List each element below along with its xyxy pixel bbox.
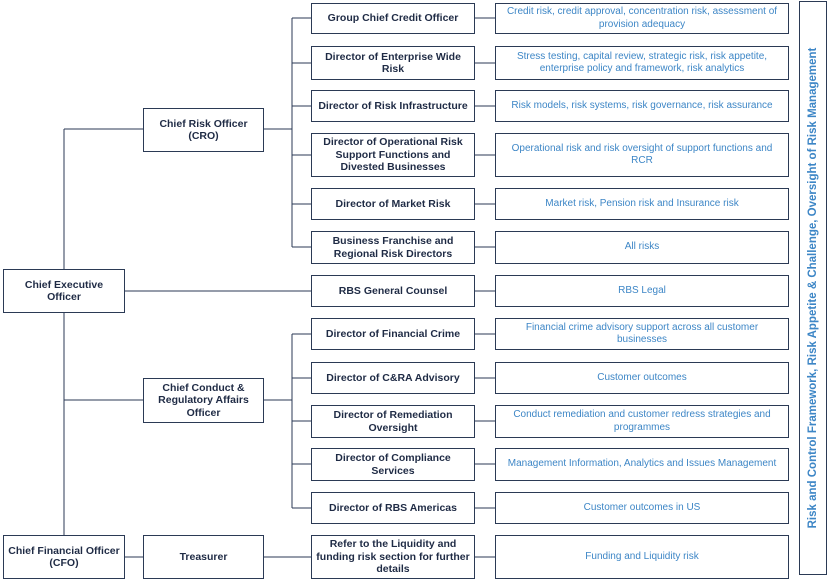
role-title: Director of Operational Risk Support Fun… — [323, 136, 463, 174]
desc-text: Credit risk, credit approval, concentrat… — [506, 6, 778, 30]
desc-box: All risks — [495, 231, 789, 264]
ceo-box: Chief Executive Officer — [3, 269, 125, 313]
desc-box: Financial crime advisory support across … — [495, 318, 789, 350]
desc-text: RBS Legal — [618, 284, 666, 296]
role-title: Refer to the Liquidity and funding risk … — [316, 538, 470, 576]
role-box-risk-infrastructure: Director of Risk Infrastructure — [311, 90, 475, 122]
desc-text: Conduct remediation and customer redress… — [513, 409, 771, 433]
role-title: Director of C&RA Advisory — [326, 371, 460, 384]
desc-text: Financial crime advisory support across … — [525, 321, 759, 346]
role-title: Director of RBS Americas — [329, 501, 457, 514]
side-label: Risk and Control Framework, Risk Appetit… — [807, 47, 819, 529]
ceo-label: Chief Executive Officer — [24, 278, 104, 304]
desc-box: Market risk, Pension risk and Insurance … — [495, 188, 789, 220]
desc-box: Funding and Liquidity risk — [495, 535, 789, 579]
desc-text: Customer outcomes in US — [583, 501, 701, 513]
desc-box: Management Information, Analytics and Is… — [495, 448, 789, 481]
role-box-market-risk: Director of Market Risk — [311, 188, 475, 220]
role-box-general-counsel: RBS General Counsel — [311, 275, 475, 307]
desc-text: Funding and Liquidity risk — [585, 550, 699, 562]
role-box-rbs-americas: Director of RBS Americas — [311, 492, 475, 524]
desc-text: Management Information, Analytics and Is… — [507, 458, 777, 470]
desc-box: Risk models, risk systems, risk governan… — [495, 90, 789, 122]
role-box-refer-liquidity: Refer to the Liquidity and funding risk … — [311, 535, 475, 579]
role-box-remediation-oversight: Director of Remediation Oversight — [311, 405, 475, 438]
role-title: Director of Remediation Oversight — [333, 409, 453, 434]
cro-box: Chief Risk Officer (CRO) — [143, 108, 264, 152]
desc-box: Operational risk and risk oversight of s… — [495, 133, 789, 177]
role-title: Group Chief Credit Officer — [327, 12, 459, 25]
cfo-box: Chief Financial Officer (CFO) — [3, 535, 125, 579]
desc-text: All risks — [624, 241, 660, 253]
conduct-box: Chief Conduct & Regulatory Affairs Offic… — [143, 378, 264, 423]
desc-text: Market risk, Pension risk and Insurance … — [545, 197, 739, 209]
role-title: Director of Market Risk — [335, 197, 451, 210]
role-title: Business Franchise and Regional Risk Dir… — [332, 235, 454, 260]
role-box-compliance-services: Director of Compliance Services — [311, 448, 475, 481]
desc-text: Risk models, risk systems, risk governan… — [511, 99, 773, 111]
desc-box: Customer outcomes in US — [495, 492, 789, 524]
role-box-group-chief-credit-officer: Group Chief Credit Officer — [311, 3, 475, 34]
role-box-enterprise-wide-risk: Director of Enterprise Wide Risk — [311, 46, 475, 80]
desc-box: Conduct remediation and customer redress… — [495, 405, 789, 438]
treasurer-label: Treasurer — [179, 550, 228, 563]
desc-box: Credit risk, credit approval, concentrat… — [495, 3, 789, 34]
role-title: Director of Financial Crime — [325, 327, 461, 340]
desc-text: Stress testing, capital review, strategi… — [516, 50, 768, 75]
desc-box: RBS Legal — [495, 275, 789, 307]
side-label-box: Risk and Control Framework, Risk Appetit… — [799, 1, 827, 575]
role-title: RBS General Counsel — [338, 284, 448, 297]
role-box-operational-risk: Director of Operational Risk Support Fun… — [311, 133, 475, 177]
desc-text: Operational risk and risk oversight of s… — [511, 142, 773, 167]
role-box-cra-advisory: Director of C&RA Advisory — [311, 362, 475, 394]
role-title: Director of Compliance Services — [335, 452, 451, 477]
role-box-business-franchise: Business Franchise and Regional Risk Dir… — [311, 231, 475, 264]
role-title: Director of Risk Infrastructure — [318, 99, 468, 112]
role-title: Director of Enterprise Wide Risk — [325, 50, 461, 76]
treasurer-box: Treasurer — [143, 535, 264, 579]
cro-label: Chief Risk Officer (CRO) — [159, 117, 248, 143]
conduct-label: Chief Conduct & Regulatory Affairs Offic… — [158, 381, 249, 419]
role-box-financial-crime: Director of Financial Crime — [311, 318, 475, 350]
desc-text: Customer outcomes — [597, 371, 687, 383]
desc-box: Customer outcomes — [495, 362, 789, 394]
desc-box: Stress testing, capital review, strategi… — [495, 46, 789, 80]
cfo-label: Chief Financial Officer (CFO) — [8, 544, 120, 570]
